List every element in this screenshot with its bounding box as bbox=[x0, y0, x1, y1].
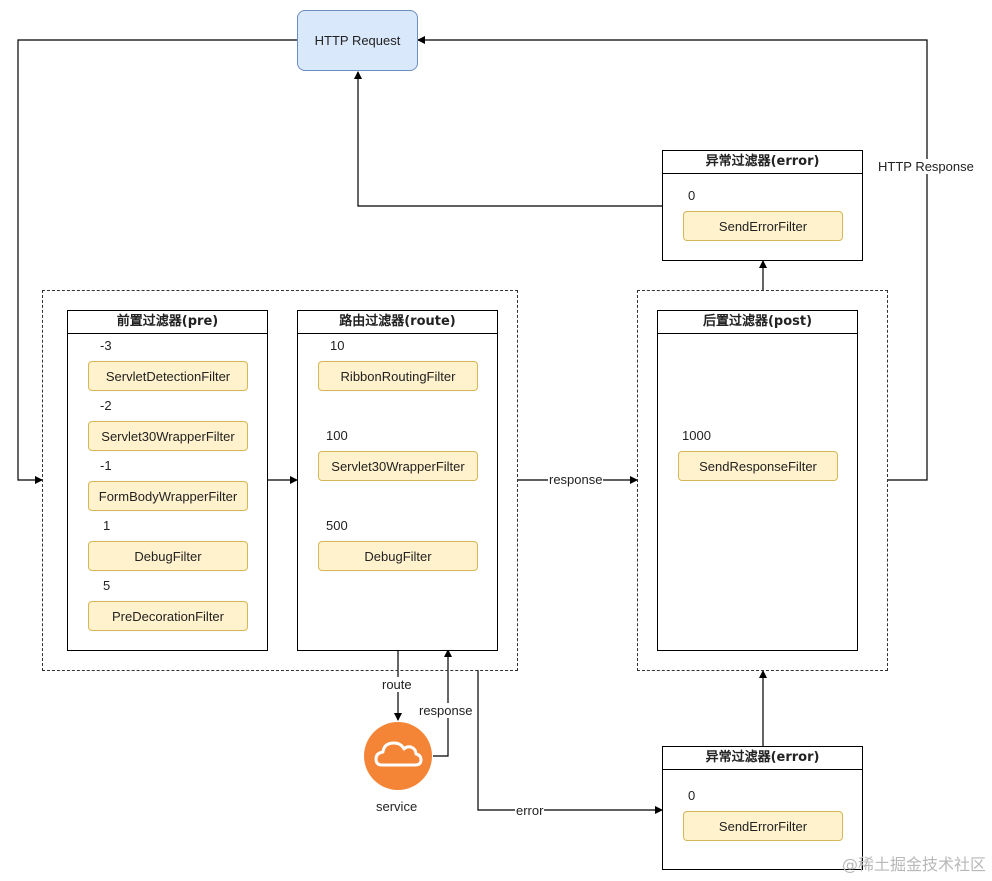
error-bottom-order-0: 0 bbox=[688, 788, 696, 803]
error-bottom-filter-0: SendErrorFilter bbox=[683, 811, 843, 841]
error-top-filter-0: SendErrorFilter bbox=[683, 211, 843, 241]
error-top-order-0: 0 bbox=[688, 188, 696, 203]
service-label: service bbox=[375, 799, 419, 814]
http-response-label: HTTP Response bbox=[877, 159, 975, 174]
route-order-2: 500 bbox=[326, 518, 348, 533]
error-filter-panel-top: 异常过滤器(error) 0 SendErrorFilter bbox=[662, 150, 863, 261]
cloud-icon bbox=[364, 722, 432, 790]
watermark-text: @稀土掘金技术社区 bbox=[841, 855, 986, 874]
http-request-label: HTTP Request bbox=[314, 33, 401, 48]
pre-filter-3: DebugFilter bbox=[88, 541, 248, 571]
response-edge-label: response bbox=[548, 472, 604, 487]
pre-filter-panel: 前置过滤器(pre) -3 ServletDetectionFilter -2 … bbox=[67, 310, 268, 651]
pre-filter-1: Servlet30WrapperFilter bbox=[88, 421, 248, 451]
service-response-edge-label: response bbox=[418, 703, 474, 718]
pre-route-group bbox=[42, 290, 518, 671]
http-request-node: HTTP Request bbox=[297, 10, 418, 71]
route-filter-2: DebugFilter bbox=[318, 541, 478, 571]
error-to-request-arrow bbox=[354, 71, 662, 207]
route-filter-0: RibbonRoutingFilter bbox=[318, 361, 478, 391]
pre-order-2: -1 bbox=[100, 458, 112, 473]
error-edge-label: error bbox=[515, 803, 545, 818]
http-response-arrow bbox=[417, 36, 928, 481]
pre-order-1: -2 bbox=[100, 398, 112, 413]
pre-filter-title: 前置过滤器(pre) bbox=[68, 311, 267, 334]
post-order-0: 1000 bbox=[682, 428, 711, 443]
error-path-arrow bbox=[477, 670, 663, 814]
service-to-route-arrow bbox=[433, 649, 452, 757]
post-filter-title: 后置过滤器(post) bbox=[658, 311, 857, 334]
error-filter-panel-bottom: 异常过滤器(error) 0 SendErrorFilter bbox=[662, 746, 863, 870]
request-to-pre-arrow bbox=[17, 39, 297, 484]
error-filter-title-top: 异常过滤器(error) bbox=[663, 151, 862, 174]
pre-order-3: 1 bbox=[103, 518, 111, 533]
pre-filter-4: PreDecorationFilter bbox=[88, 601, 248, 631]
route-edge-label: route bbox=[381, 677, 413, 692]
post-group bbox=[637, 290, 888, 671]
error-filter-title-bottom: 异常过滤器(error) bbox=[663, 747, 862, 770]
post-filter-panel: 后置过滤器(post) 1000 SendResponseFilter bbox=[657, 310, 858, 651]
pre-order-4: 5 bbox=[103, 578, 111, 593]
post-filter-0: SendResponseFilter bbox=[678, 451, 838, 481]
pre-order-0: -3 bbox=[100, 338, 112, 353]
route-filter-panel: 路由过滤器(route) 10 RibbonRoutingFilter 100 … bbox=[297, 310, 498, 651]
route-filter-1: Servlet30WrapperFilter bbox=[318, 451, 478, 481]
pre-filter-0: ServletDetectionFilter bbox=[88, 361, 248, 391]
route-order-1: 100 bbox=[326, 428, 348, 443]
pre-filter-2: FormBodyWrapperFilter bbox=[88, 481, 248, 511]
route-filter-title: 路由过滤器(route) bbox=[298, 311, 497, 334]
route-order-0: 10 bbox=[330, 338, 345, 353]
